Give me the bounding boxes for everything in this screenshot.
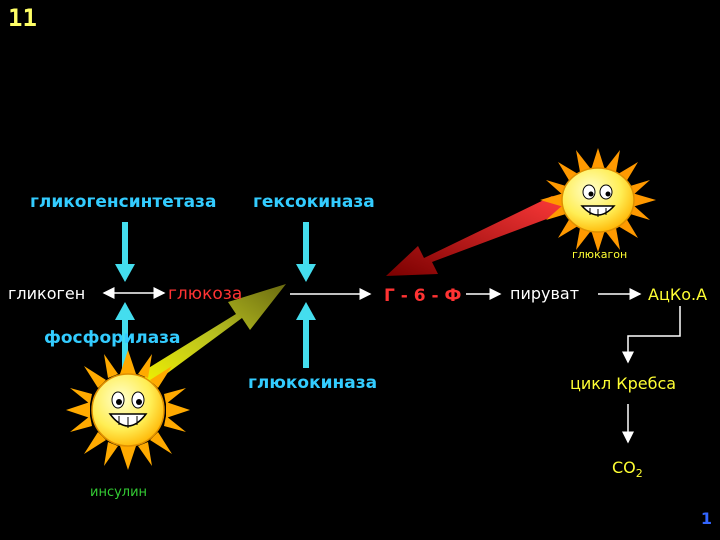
phosphorylase-label: фосфорилаза: [44, 328, 181, 348]
glucose-label: глюкоза: [168, 284, 243, 304]
glycogen-label: гликоген: [8, 284, 86, 303]
insulin-arrow: [142, 284, 286, 386]
slide-number: 11: [8, 4, 37, 32]
page-number: 1: [700, 509, 712, 528]
glucagon-arrow: [386, 196, 568, 276]
glucokinase-label: глюкокиназа: [248, 373, 378, 393]
hexokinase-down-arrow: [296, 222, 316, 282]
glucokinase-up-arrow: [296, 302, 316, 368]
glycogen-synthetase-down-arrow: [115, 222, 135, 282]
g6p-label: Г - 6 - Ф: [384, 286, 462, 306]
co2-label: СО2: [612, 458, 643, 481]
insulin-label: инсулин: [90, 485, 148, 500]
glucagon-label: глюкагон: [572, 248, 628, 261]
insulin-sun-icon: [66, 350, 190, 470]
krebs-cycle-label: цикл Кребса: [570, 374, 677, 393]
pyruvate-label: пируват: [510, 284, 580, 303]
acetyl-coa-label: АцКо.А: [648, 285, 708, 304]
hexokinase-label: гексокиназа: [253, 192, 375, 212]
acetylcoa-krebs-arrow: [622, 306, 681, 364]
glucagon-sun-icon: [540, 148, 656, 252]
phosphorylase-up-arrow: [115, 302, 135, 368]
glycogen-synthetase-label: гликогенсинтетаза: [30, 192, 217, 212]
